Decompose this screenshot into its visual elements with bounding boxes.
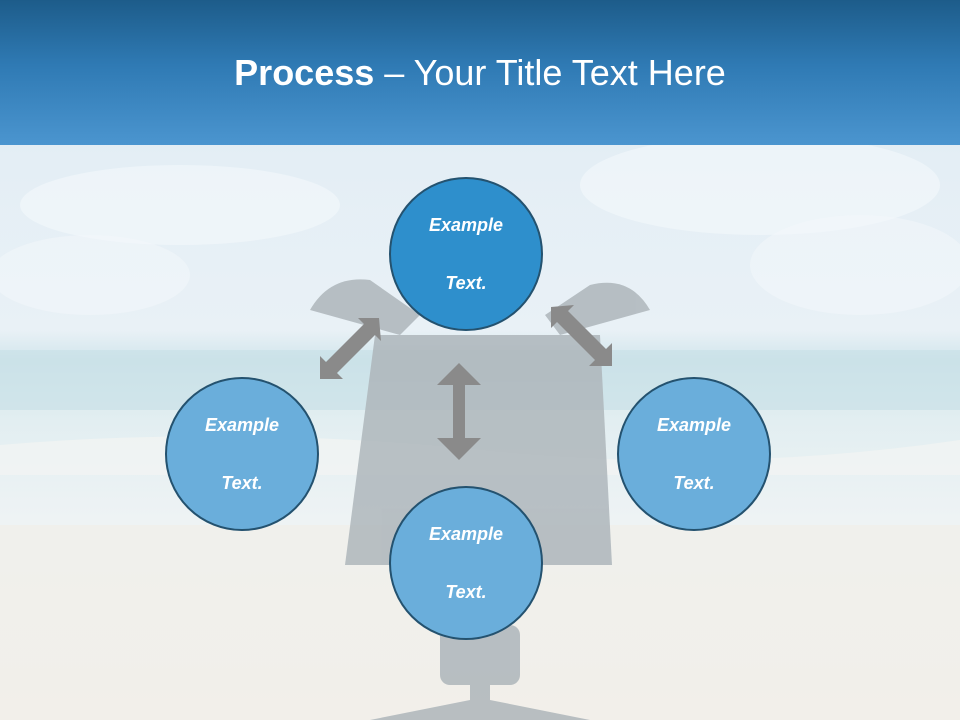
double-arrow-vertical-icon — [437, 363, 481, 460]
node-bottom-line1: Example — [428, 523, 504, 544]
title-bar — [0, 0, 960, 145]
title-rest: – Your Title Text Here — [374, 52, 726, 93]
node-top-line1: Example — [428, 214, 504, 235]
node-right-line1: Example — [656, 414, 732, 435]
title-bold: Process — [234, 52, 375, 93]
node-left-line2: Text. — [221, 472, 263, 493]
node-left-line1: Example — [204, 414, 280, 435]
node-bottom-line2: Text. — [445, 581, 487, 602]
node-top-line2: Text. — [445, 272, 487, 293]
double-arrow-left-icon — [320, 318, 381, 379]
double-arrow-right-icon — [551, 305, 612, 366]
slide-title: Process – Your Title Text Here — [0, 52, 960, 94]
node-right-line2: Text. — [673, 472, 715, 493]
